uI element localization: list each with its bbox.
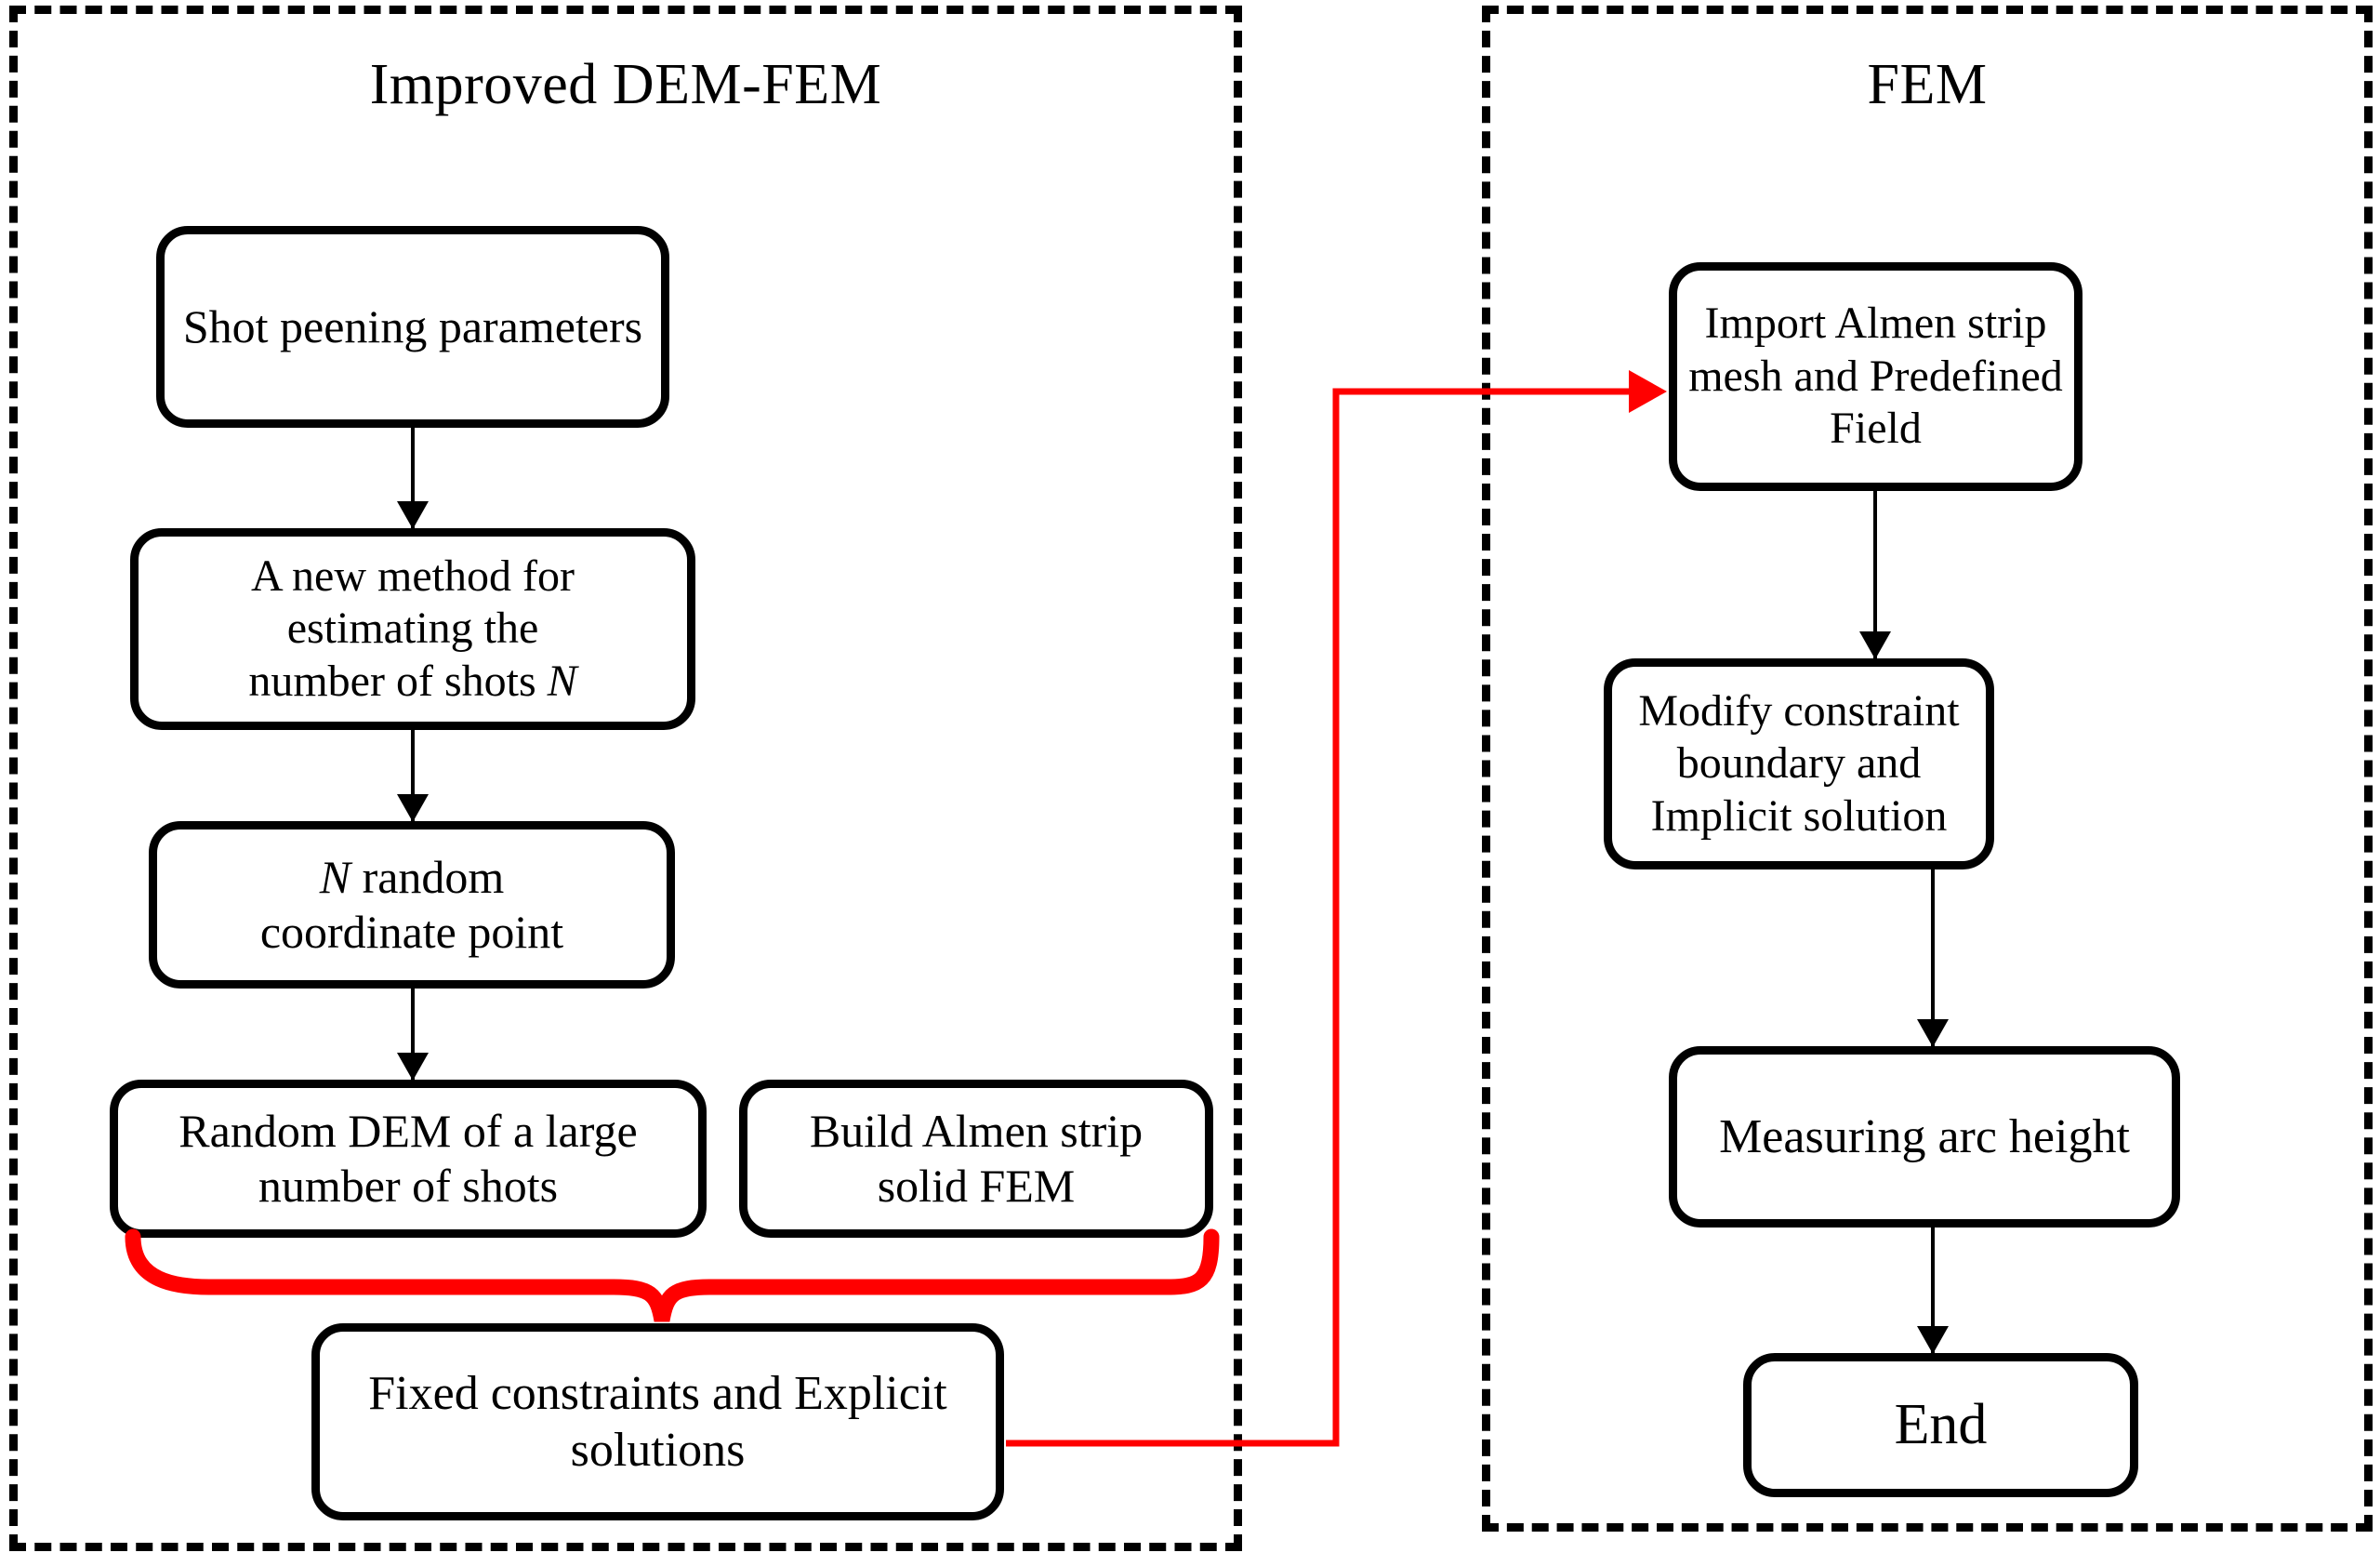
node-modify-constraint[interactable]: Modify constraint boundary and Implicit … [1604, 658, 1994, 869]
panel-right-title: FEM [1867, 53, 1988, 116]
panel-left-title: Improved DEM-FEM [369, 53, 882, 116]
node-measuring-arc-height[interactable]: Measuring arc height [1669, 1046, 2180, 1228]
node-new-method[interactable]: A new method for estimating the number o… [130, 528, 695, 730]
arrow-import-to-modify [1873, 491, 1877, 658]
node-import-almen[interactable]: Import Almen strip mesh and Predefined F… [1669, 262, 2082, 491]
node-build-almen-strip[interactable]: Build Almen strip solid FEM [739, 1080, 1213, 1238]
node-random-dem[interactable]: Random DEM of a large number of shots [110, 1080, 707, 1238]
node-end[interactable]: End [1743, 1353, 2138, 1497]
node-fixed-constraints[interactable]: Fixed constraints and Explicit solutions [311, 1323, 1004, 1520]
arrow-measuring-to-end [1931, 1228, 1935, 1353]
arrow-random-coordinate-to-random-dem [411, 989, 415, 1080]
arrow-modify-to-measuring [1931, 869, 1935, 1046]
arrow-shot-peening-to-new-method [411, 428, 415, 528]
node-shot-peening-parameters[interactable]: Shot peening parameters [156, 226, 669, 428]
arrow-new-method-to-random-coordinate [411, 730, 415, 821]
node-random-coordinate-point[interactable]: N random coordinate point [149, 821, 675, 989]
